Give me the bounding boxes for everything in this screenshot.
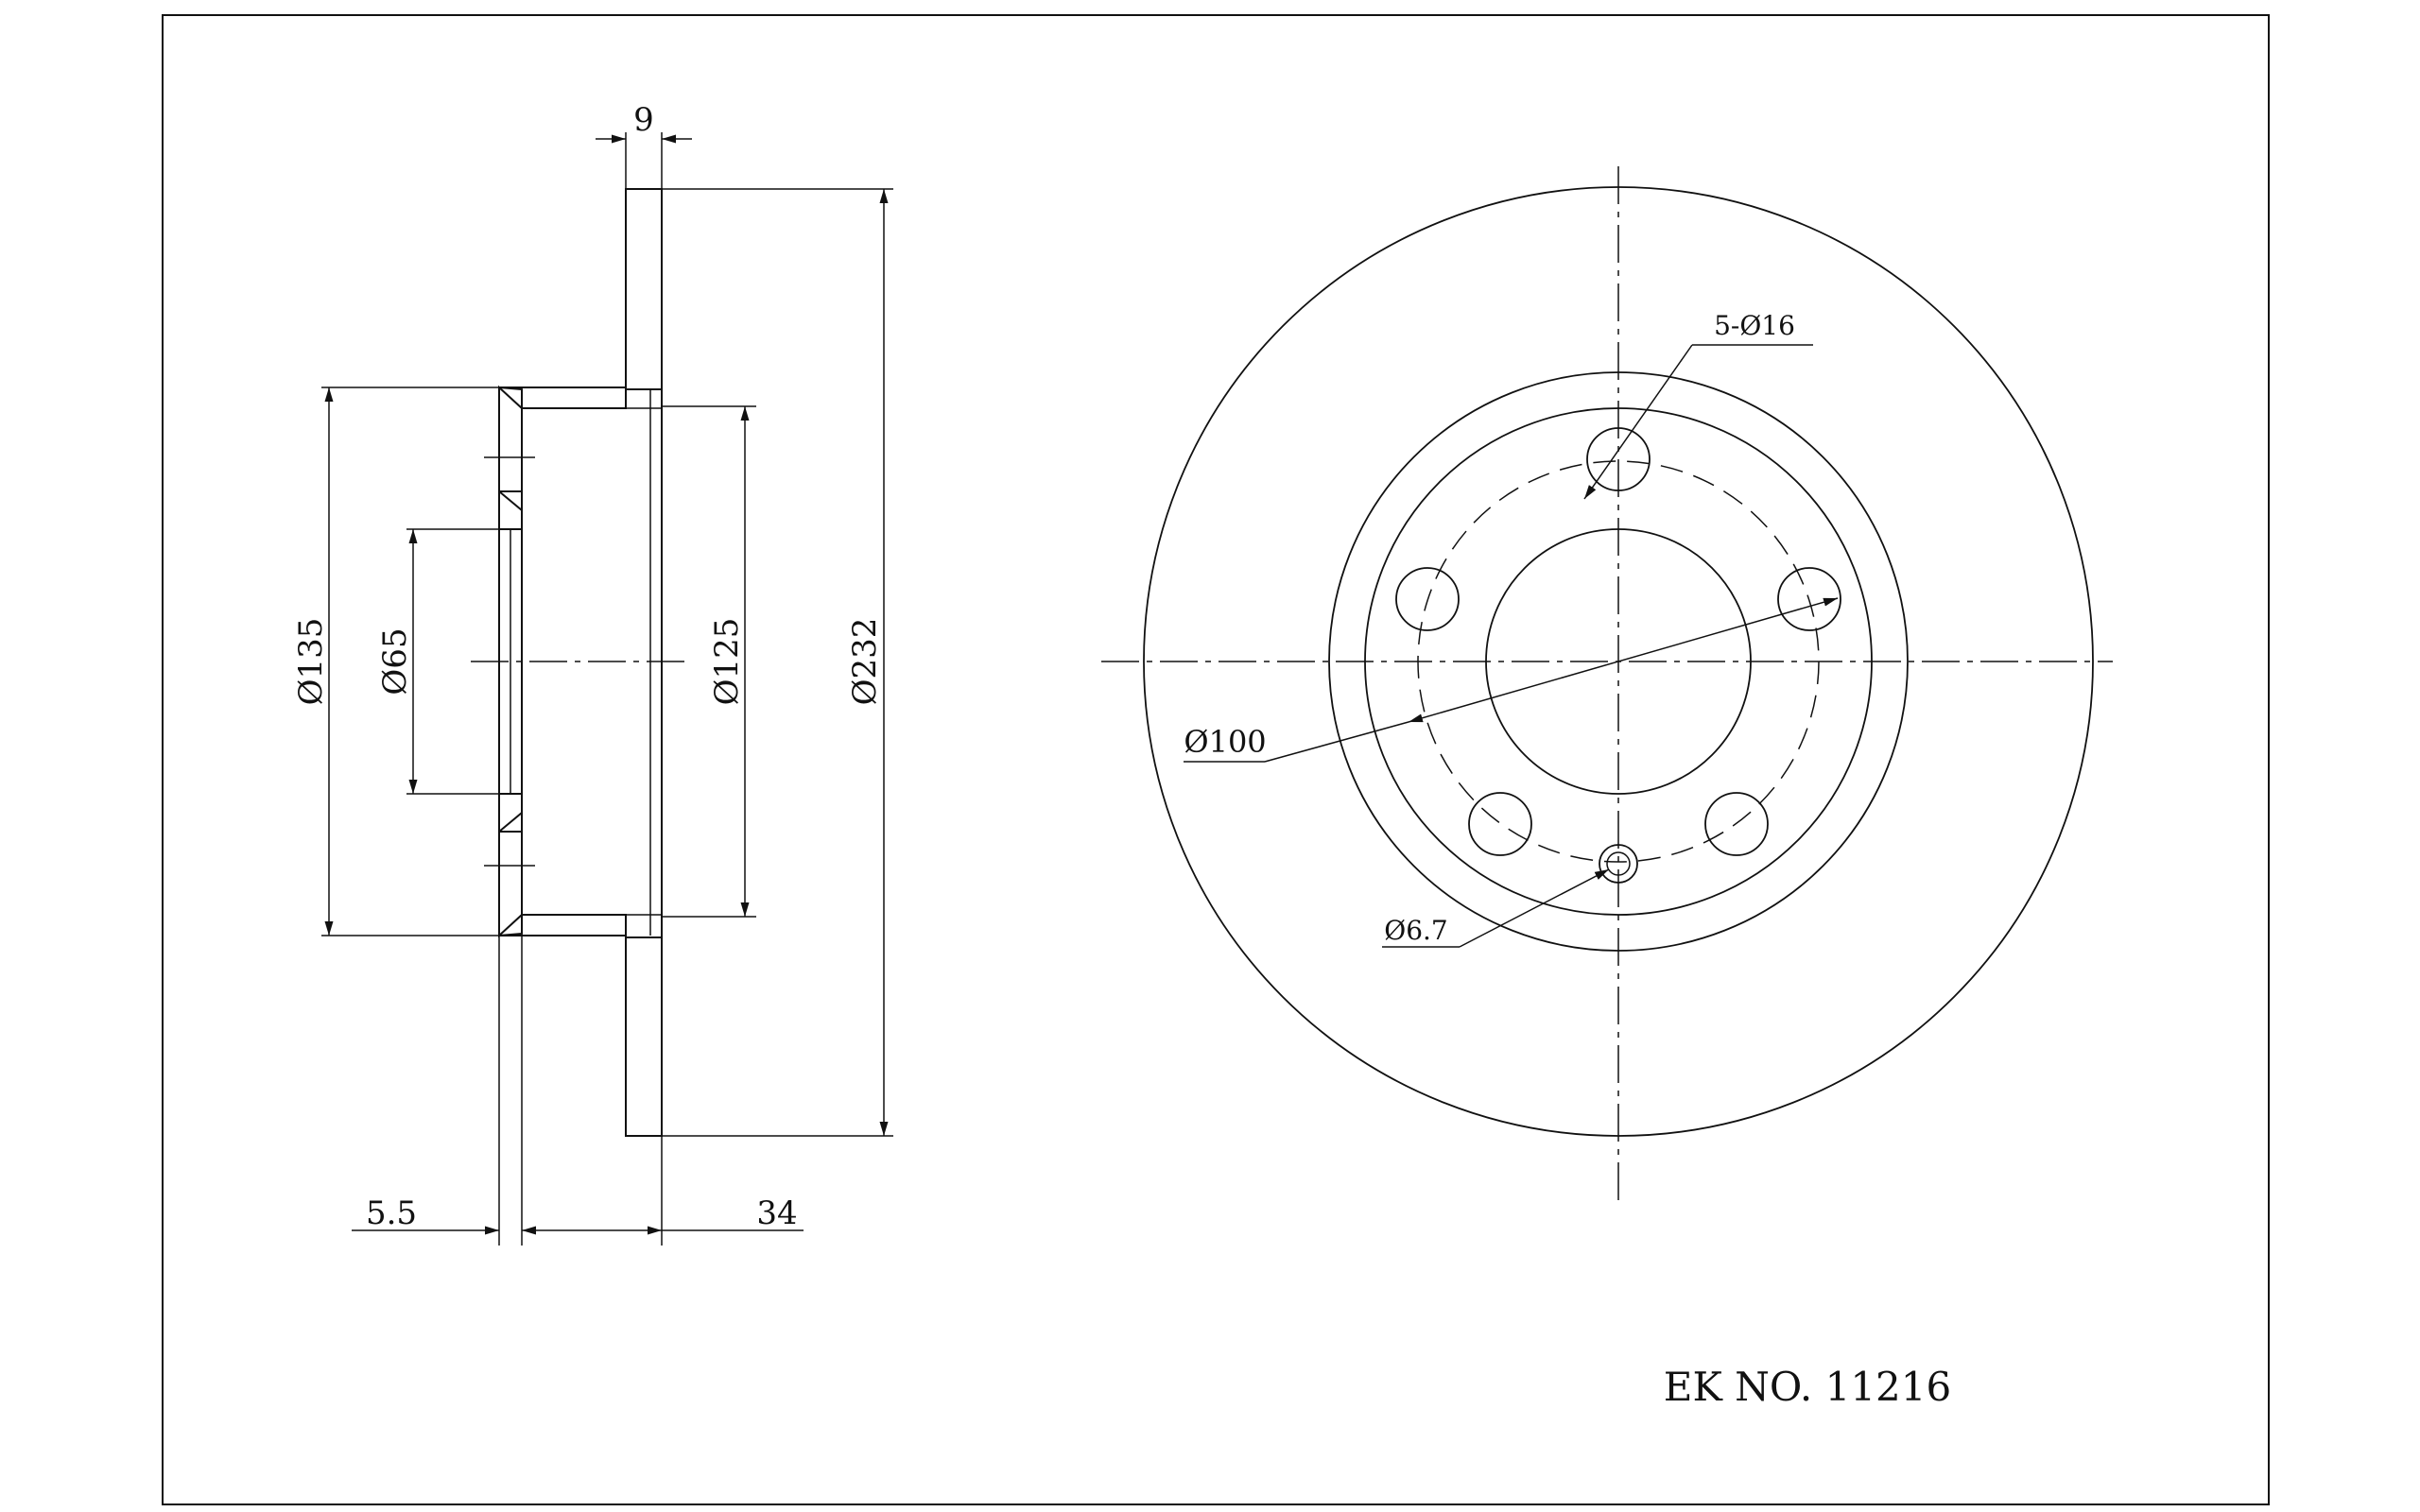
friction-ring-lower: [625, 936, 663, 1137]
pin-hole-inner: [1606, 851, 1631, 876]
side-section-view: 9 Ø232 Ø135 Ø65 Ø125 5.5 34: [292, 101, 893, 1246]
bolt-hole: [1586, 427, 1651, 491]
dim-center-bore: Ø65: [376, 627, 414, 695]
front-view: 5-Ø16 Ø100 Ø6.7: [1101, 166, 2113, 1202]
drawing-frame: [162, 14, 2270, 1505]
hat-wall-upper: [498, 387, 627, 409]
dim-pitch-circle: Ø100: [1184, 724, 1266, 760]
dim-overall-height: 34: [756, 1194, 797, 1232]
bolt-hole: [1704, 792, 1769, 856]
hub-face-upper: [498, 385, 523, 492]
hub-face-upper-2: [498, 489, 523, 530]
hub-face-lower-2: [498, 793, 523, 834]
hub-face-lower: [498, 831, 523, 938]
dim-inner-diameter: Ø125: [708, 618, 746, 706]
pin-hole-outer: [1599, 844, 1638, 884]
outer-disc-circle: [1143, 186, 2094, 1137]
hat-wall-lower: [498, 914, 627, 936]
dim-bolt-holes: 5-Ø16: [1714, 310, 1795, 341]
dim-hub-offset: 5.5: [366, 1194, 417, 1232]
dim-outer-diameter: Ø232: [846, 618, 884, 706]
dim-pin-hole: Ø6.7: [1384, 915, 1447, 946]
bolt-hole: [1468, 792, 1532, 856]
friction-ring-upper: [625, 188, 663, 390]
dim-thickness: 9: [633, 101, 654, 139]
dim-hat-diameter: Ø135: [292, 618, 330, 706]
hat-inner-circle: [1364, 407, 1873, 916]
part-number: EK NO. 11216: [1664, 1364, 1951, 1410]
hat-outer-circle: [1328, 371, 1909, 952]
section-upper: [518, 189, 662, 937]
